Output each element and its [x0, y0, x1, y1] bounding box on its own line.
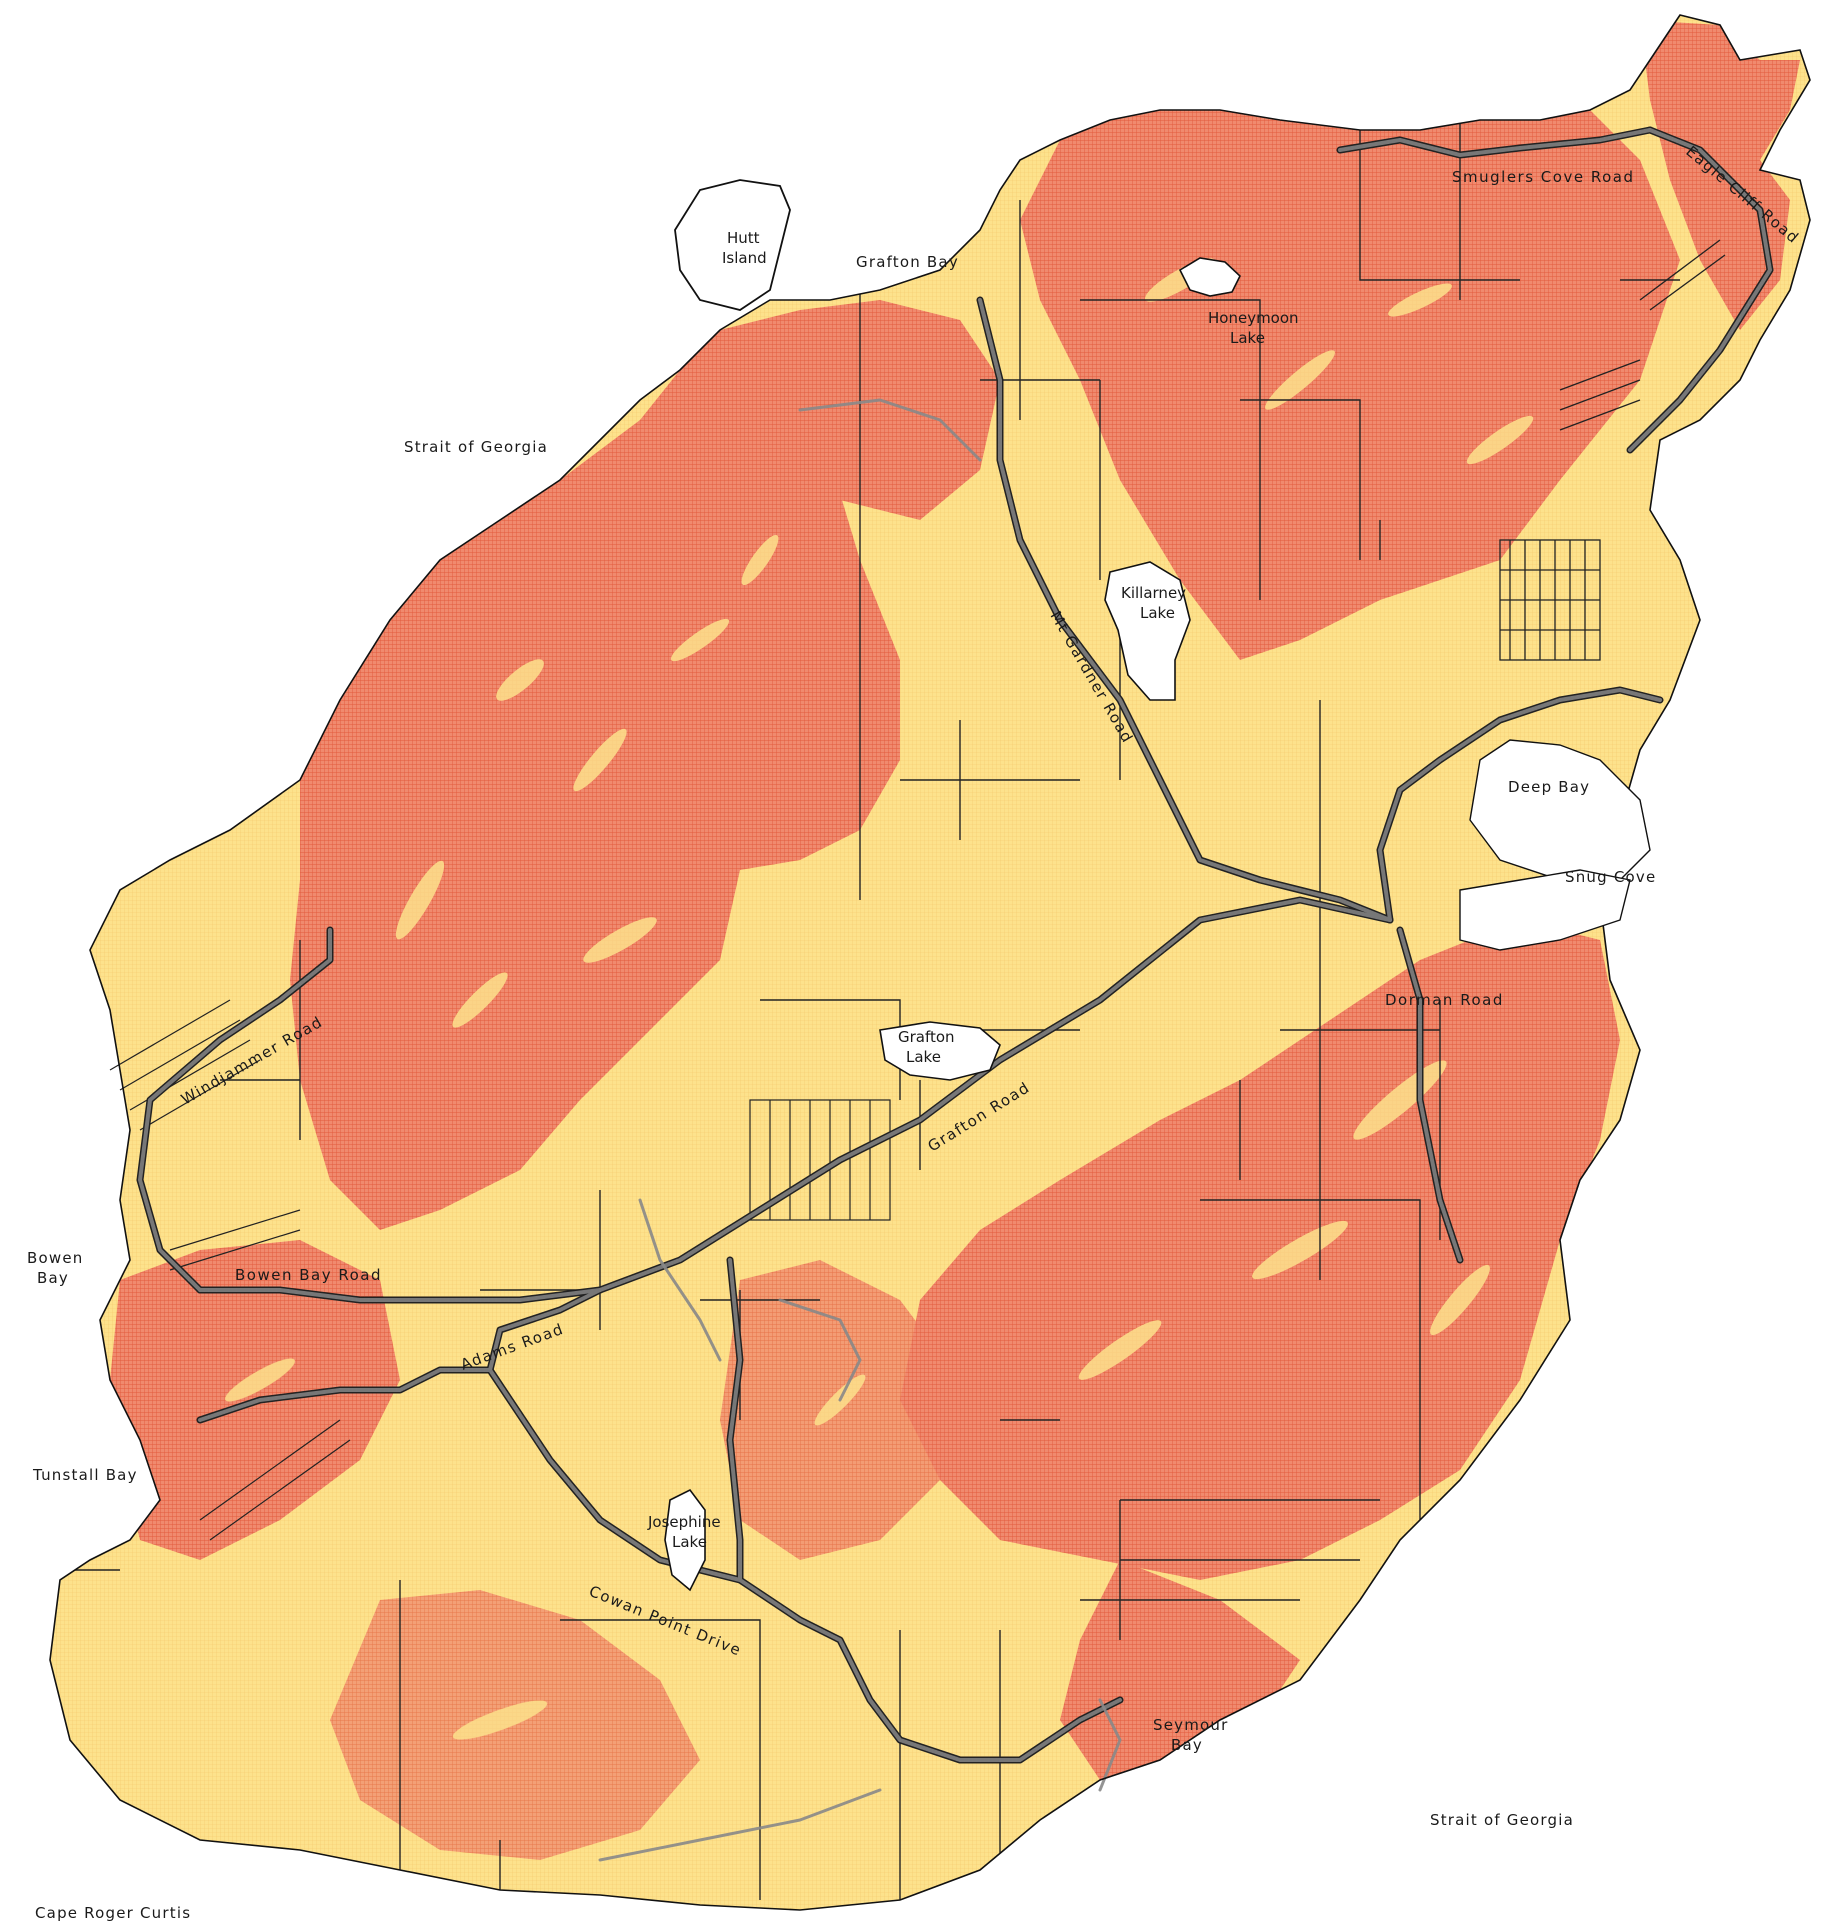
josephine-lake-shape [664, 1488, 706, 1592]
killarney-lake-shape [1104, 561, 1191, 701]
honeymoon-lake-label-line1: Honeymoon [1208, 309, 1299, 327]
high-hazard-northwest-coast [640, 300, 1000, 520]
bowen-bay-label-line2: Bay [37, 1269, 69, 1287]
deep-bay-water [1469, 739, 1651, 881]
high-hazard-west [290, 380, 900, 1230]
lakes [664, 257, 1241, 1592]
josephine-lake-label-line1: Josephine [647, 1513, 721, 1531]
tunstall-bay-label: Tunstall Bay [32, 1466, 138, 1484]
subdivision-central [749, 1099, 891, 1221]
snug-cove-water [1459, 869, 1631, 951]
strait-of-georgia-nw-label: Strait of Georgia [404, 438, 548, 456]
cape-roger-curtis-label: Cape Roger Curtis [35, 1904, 191, 1921]
grafton-bay-label: Grafton Bay [856, 253, 959, 271]
smuglers-cove-road-label: Smuglers Cove Road [1452, 168, 1634, 186]
high-hazard-northeast-tip [1640, 20, 1800, 330]
bowen-bay-label-line1: Bowen [27, 1249, 83, 1267]
island[interactable] [40, 14, 1811, 1911]
high-hazard-north [1020, 110, 1680, 660]
grafton-lake-label-line2: Lake [906, 1048, 941, 1066]
bowen-bay-road-label: Bowen Bay Road [235, 1266, 382, 1284]
josephine-lake-label-line2: Lake [672, 1533, 707, 1551]
killarney-lake-label-line2: Lake [1140, 604, 1175, 622]
coastline [49, 14, 1811, 1911]
road-network [136, 126, 1774, 1862]
hutt-island-shape[interactable] [674, 179, 791, 311]
honeymoon-lake-label-line2: Lake [1230, 329, 1265, 347]
subdivision-west [109, 999, 351, 1541]
deep-bay-label: Deep Bay [1508, 778, 1590, 796]
grafton-lake-label-line1: Grafton [898, 1028, 955, 1046]
seymour-bay-label-line1: Seymour [1153, 1716, 1229, 1734]
honeymoon-lake-shape [1178, 257, 1241, 297]
dorman-road-label: Dorman Road [1385, 991, 1504, 1009]
high-hazard-zones [110, 20, 1800, 1860]
grafton-lake-shape [879, 1021, 1001, 1081]
strait-of-georgia-se-label: Strait of Georgia [1430, 1811, 1574, 1829]
subdivision-northeast [1499, 239, 1726, 661]
snug-cove-label: Snug Cove [1565, 868, 1656, 886]
seymour-bay-label-line2: Bay [1171, 1736, 1203, 1754]
hutt-island-label-line2: Island [722, 249, 767, 267]
killarney-lake-label-line1: Killarney [1121, 584, 1186, 602]
hutt-island-label-line1: Hutt [727, 229, 760, 247]
high-hazard-south [330, 1590, 700, 1860]
